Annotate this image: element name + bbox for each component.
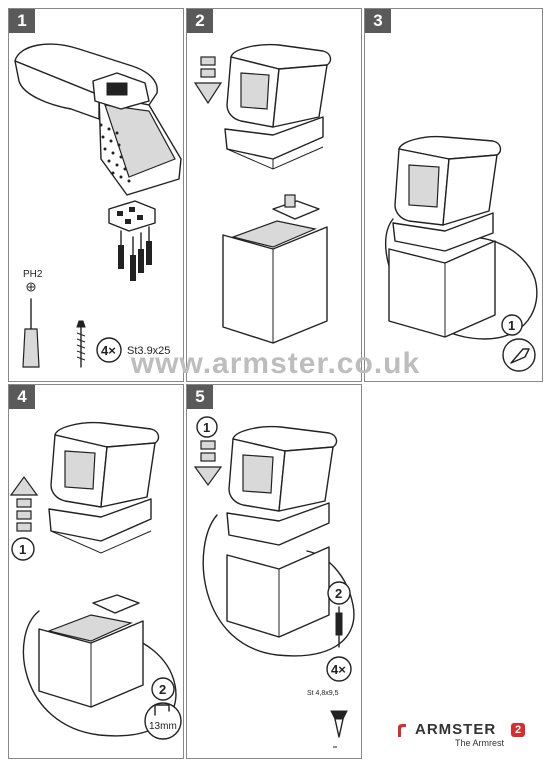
armrest-fixing-illustration: 1 2 4× St 4,8x9,5	[193, 416, 355, 748]
step4-callout-2: 2	[159, 682, 166, 697]
step-number-badge: 1	[9, 9, 35, 33]
screwdriver-icon	[22, 282, 40, 368]
step3-callout-number: 1	[508, 318, 515, 333]
step-3-panel: 3 1	[364, 8, 543, 382]
step-1-panel: 1	[8, 8, 184, 382]
step5-callout-2: 2	[335, 586, 342, 601]
step-number-badge: 5	[187, 385, 213, 409]
tool-size-label: 13mm	[149, 721, 177, 732]
armster-logo-mark-icon	[398, 724, 406, 737]
step5-callout-1: 1	[203, 420, 210, 435]
brand-name: ARMSTER	[415, 721, 497, 738]
armrest-lowering-illustration	[193, 43, 332, 344]
up-arrow-icon	[9, 475, 39, 532]
armrest-raising-illustration: 1 2 13mm	[9, 421, 182, 740]
step-number-badge: 4	[9, 385, 35, 409]
socket-wrench-icon	[154, 704, 170, 716]
armrest-bottom-illustration: PH2 4× St3.9x25	[14, 43, 182, 368]
armrest-mounted-illustration: 1	[384, 135, 538, 372]
screw-spec: St3.9x25	[127, 345, 170, 357]
driver-type-label: PH2	[23, 269, 43, 280]
step-number-badge: 3	[365, 9, 391, 33]
brand-tagline: The Armrest	[455, 738, 505, 748]
down-arrow-icon	[193, 440, 223, 487]
step-2-panel: 2	[186, 8, 362, 382]
wrench-tool-icon	[510, 348, 530, 364]
brand-model-badge: 2	[511, 723, 525, 737]
step4-callout-1: 1	[19, 542, 26, 557]
down-arrow-icon	[193, 56, 223, 105]
website-watermark: www.armster.co.uk	[130, 347, 421, 380]
step-4-panel: 4 1 2 13mm	[8, 384, 184, 759]
armster-logo: ARMSTER 2 The Armrest	[393, 718, 533, 752]
step5-screw-spec: St 4,8x9,5	[307, 690, 339, 697]
step-number-badge: 2	[187, 9, 213, 33]
screwdriver-tip-icon	[335, 606, 343, 648]
step-5-panel: 5 1 2 4× St 4,8x9,5	[186, 384, 362, 759]
self-tapping-screw-icon	[330, 710, 348, 748]
screw-quantity: 4×	[101, 343, 116, 358]
step5-screw-quantity: 4×	[331, 662, 346, 677]
screw-icon	[76, 320, 86, 368]
